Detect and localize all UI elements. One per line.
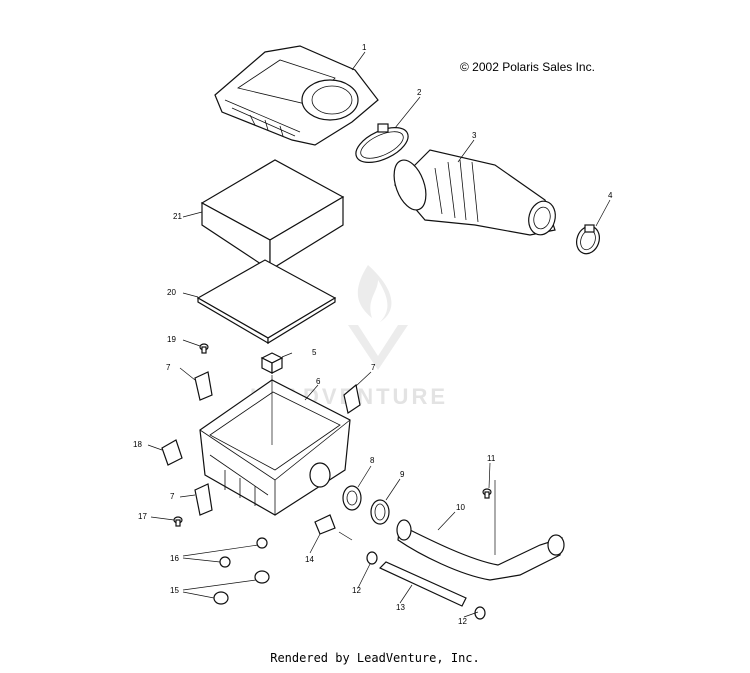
part-17-screw[interactable]	[173, 516, 183, 527]
part-12-clamp-lower[interactable]	[474, 606, 486, 620]
callout-16: 16	[170, 554, 179, 563]
part-7-bracket-lower[interactable]	[194, 483, 213, 516]
callout-15: 15	[170, 586, 179, 595]
part-20-filter-pad[interactable]	[196, 259, 337, 345]
callout-19: 19	[167, 335, 176, 344]
part-12-clamp-upper[interactable]	[366, 551, 378, 565]
callout-6: 6	[316, 377, 321, 386]
footer-credit: Rendered by LeadVenture, Inc.	[270, 651, 480, 665]
part-4-clamp[interactable]	[573, 223, 603, 257]
part-14-fitting[interactable]	[314, 514, 336, 535]
part-15-caps[interactable]	[213, 570, 270, 605]
part-1-airbox-cover[interactable]	[214, 45, 379, 146]
part-7-bracket-left[interactable]	[194, 371, 213, 401]
part-13-tube[interactable]	[378, 561, 467, 607]
part-18-clip[interactable]	[161, 439, 183, 466]
part-5-block[interactable]	[260, 352, 284, 374]
callout-14: 14	[305, 555, 314, 564]
part-10-vent-hose[interactable]	[396, 519, 565, 581]
callout-17: 17	[138, 512, 147, 521]
part-11-screw[interactable]	[482, 480, 496, 555]
callout-3: 3	[472, 131, 477, 140]
callout-21: 21	[173, 212, 182, 221]
callout-13: 13	[396, 603, 405, 612]
callout-20: 20	[167, 288, 176, 297]
part-6-airbox-base[interactable]	[199, 379, 351, 516]
callout-7-left: 7	[166, 363, 171, 372]
callout-7-lower: 7	[170, 492, 175, 501]
callout-10: 10	[456, 503, 465, 512]
part-2-clamp[interactable]	[351, 120, 414, 169]
callout-12-lower: 12	[458, 617, 467, 626]
callout-18: 18	[133, 440, 142, 449]
callout-12-upper: 12	[352, 586, 361, 595]
part-16-clips[interactable]	[219, 537, 268, 568]
copyright-notice: © 2002 Polaris Sales Inc.	[460, 60, 595, 74]
leader-lines	[147, 51, 611, 618]
callout-4: 4	[608, 191, 613, 200]
callout-5: 5	[312, 348, 317, 357]
callout-8: 8	[370, 456, 375, 465]
part-21-foam-filter[interactable]	[200, 159, 345, 272]
callout-1: 1	[362, 43, 367, 52]
part-3-intake-boot[interactable]	[388, 149, 559, 238]
part-8-grommet[interactable]	[342, 485, 362, 511]
callout-7-right: 7	[371, 363, 376, 372]
callout-2: 2	[417, 88, 422, 97]
part-9-clamp[interactable]	[370, 499, 390, 525]
part-19-screw[interactable]	[199, 343, 209, 354]
part-7-bracket-right[interactable]	[343, 383, 361, 414]
callout-11: 11	[487, 454, 496, 463]
callout-labels: 1 2 3 4 5 6 7 7 7 8 9 10 11 12 12 13 14 …	[133, 43, 613, 626]
callout-9: 9	[400, 470, 405, 479]
